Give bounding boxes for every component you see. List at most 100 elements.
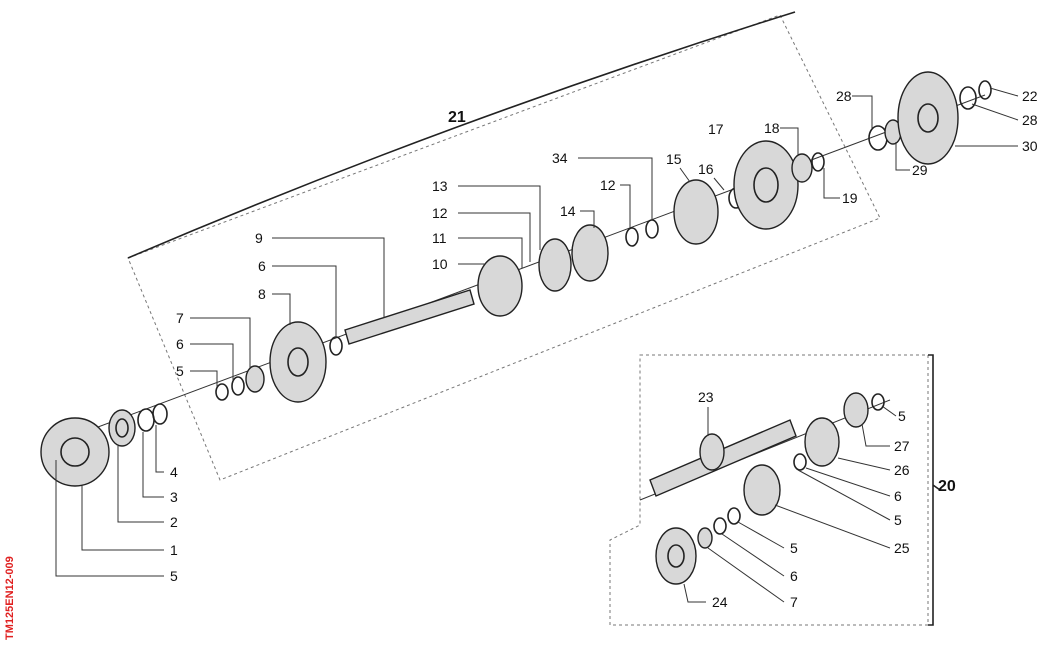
leader-16 — [713, 177, 725, 191]
callout-28: 28 — [836, 88, 852, 104]
leader-13 — [458, 185, 541, 250]
bearing-part-2 — [108, 409, 136, 447]
callout-9: 9 — [255, 230, 263, 246]
group-21-bracket — [127, 11, 796, 259]
bushing-part-3 — [137, 408, 155, 432]
group-20-bracket — [928, 354, 941, 626]
circlip-part-5 — [215, 383, 229, 401]
callout-7e: 7 — [790, 594, 798, 610]
callout-8: 8 — [258, 286, 266, 302]
leader-26 — [837, 457, 891, 471]
leader-19 — [823, 168, 840, 199]
circlip-part-22 — [978, 80, 992, 100]
callout-5d: 5 — [894, 512, 902, 528]
callout-25: 25 — [894, 540, 910, 556]
washer-part-19 — [811, 152, 825, 172]
leader-8 — [272, 293, 291, 325]
callout-7: 7 — [176, 310, 184, 326]
leader-9 — [272, 237, 385, 318]
ring-part-4 — [152, 403, 168, 425]
callout-27: 27 — [894, 438, 910, 454]
leader-14 — [580, 210, 595, 228]
gear-part-13 — [538, 238, 572, 292]
group-21-boundary — [127, 14, 881, 481]
callout-2: 2 — [170, 514, 178, 530]
leader-34 — [578, 157, 653, 220]
washer-part-6b — [329, 336, 343, 356]
leader-11 — [458, 237, 523, 268]
washer-part-6e — [713, 517, 727, 535]
leader-28b — [971, 103, 1019, 121]
callout-11: 11 — [432, 230, 447, 246]
callout-30: 30 — [1022, 138, 1038, 154]
callout-16: 16 — [698, 161, 714, 177]
gear-part-30 — [897, 71, 959, 165]
ring-part-28b — [959, 86, 977, 110]
leader-6 — [190, 343, 234, 380]
leader-2 — [117, 446, 164, 523]
ring-part-34 — [645, 219, 659, 239]
callout-17: 17 — [708, 121, 724, 137]
leader-28a — [852, 95, 873, 128]
callout-15: 15 — [666, 151, 682, 167]
gear-part-25 — [743, 464, 781, 516]
callout-6: 6 — [176, 336, 184, 352]
gear-part-24 — [655, 527, 697, 585]
gear-part-17 — [733, 140, 799, 230]
leader-6e — [721, 533, 785, 577]
leader-5c — [881, 405, 897, 417]
leader-25 — [774, 504, 891, 549]
callout-34: 34 — [552, 150, 568, 166]
group-label-20: 20 — [938, 478, 956, 495]
group-label-21: 21 — [448, 109, 466, 126]
leader-12 — [458, 212, 531, 262]
gear-part-8 — [269, 321, 327, 403]
callout-6b: 6 — [258, 258, 266, 274]
leader-6b — [272, 265, 337, 338]
sprocket-part-1 — [40, 417, 110, 487]
callout-26: 26 — [894, 462, 910, 478]
callout-18: 18 — [764, 120, 780, 136]
bearing-part-7e — [697, 527, 713, 549]
leader-3 — [142, 432, 164, 498]
leader-27 — [861, 423, 890, 447]
callout-3: 3 — [170, 489, 178, 505]
main-axis — [89, 94, 986, 431]
callout-28b: 28 — [1022, 112, 1038, 128]
leader-24 — [683, 583, 706, 603]
gear-part-14 — [571, 224, 609, 282]
ring-part-5d — [793, 453, 807, 471]
callout-6c: 6 — [894, 488, 902, 504]
callout-12b: 12 — [600, 177, 616, 193]
leader-6c — [805, 467, 891, 497]
leader-29 — [895, 142, 910, 171]
needle-bearing-part-7 — [245, 365, 265, 393]
gear-part-26 — [804, 417, 840, 467]
hub-part-15 — [673, 179, 719, 245]
leader-7 — [190, 317, 251, 368]
ring-part-12 — [625, 227, 639, 247]
leader-5b — [55, 460, 164, 577]
callout-12: 12 — [432, 205, 448, 221]
ring-part-28 — [868, 125, 888, 151]
leader-4 — [155, 425, 164, 473]
callout-22: 22 — [1022, 88, 1038, 104]
callout-14: 14 — [560, 203, 576, 219]
leader-5a — [190, 370, 218, 387]
leader-15 — [679, 167, 691, 183]
callout-1: 1 — [170, 542, 178, 558]
callout-5e: 5 — [790, 540, 798, 556]
gear-part-10 — [477, 255, 523, 317]
callout-6e: 6 — [790, 568, 798, 584]
gear-part-27 — [843, 392, 869, 428]
leader-5e — [737, 521, 785, 549]
leader-18 — [780, 127, 799, 156]
callout-5b: 5 — [170, 568, 178, 584]
leader-22 — [989, 87, 1019, 97]
callout-19: 19 — [842, 190, 858, 206]
shaft-part-23 — [649, 419, 797, 497]
callout-5c: 5 — [898, 408, 906, 424]
bearing-part-18 — [791, 153, 813, 183]
